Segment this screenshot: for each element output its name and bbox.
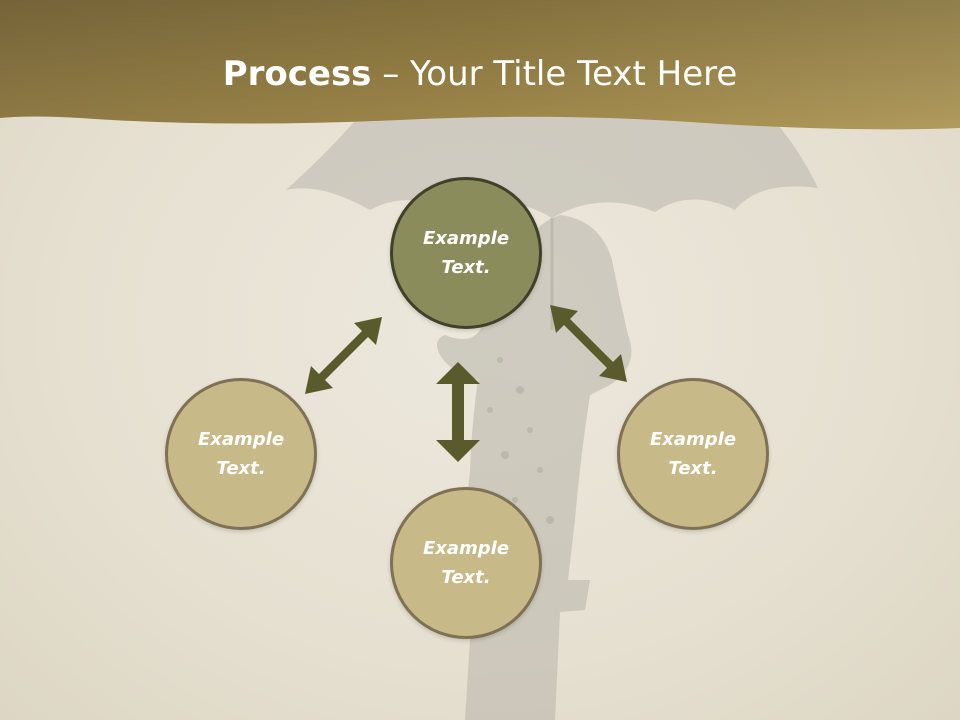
- node-left-label: Example Text.: [197, 429, 285, 479]
- node-top[interactable]: Example Text.: [390, 177, 542, 329]
- node-top-label: Example Text.: [422, 228, 510, 278]
- node-bottom[interactable]: Example Text.: [390, 487, 542, 639]
- arrow-top-left: [305, 317, 382, 394]
- arrow-vertical: [436, 362, 480, 462]
- slide-title: Process – Your Title Text Here: [0, 52, 960, 96]
- node-right-label: Example Text.: [649, 429, 737, 479]
- node-right[interactable]: Example Text.: [617, 378, 769, 530]
- node-left[interactable]: Example Text.: [165, 378, 317, 530]
- title-bold: Process: [222, 54, 372, 94]
- title-rest: – Your Title Text Here: [371, 54, 738, 94]
- double-arrow-icon: [305, 305, 627, 462]
- arrow-top-right: [550, 305, 627, 382]
- node-bottom-label: Example Text.: [422, 538, 510, 588]
